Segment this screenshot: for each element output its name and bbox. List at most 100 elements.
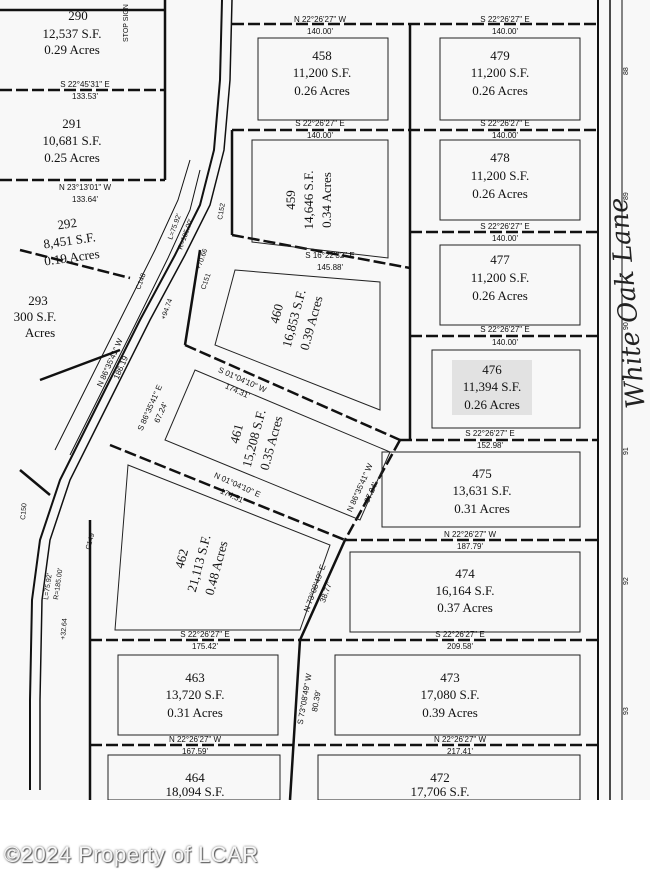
distance-label: 217.41' [447, 747, 473, 756]
lot-area-sf: 11,200 S.F. [471, 270, 529, 285]
lot-475: 475 13,631 S.F. 0.31 Acres [453, 466, 512, 516]
lot-number: 472 [430, 770, 450, 785]
lot-474: 474 16,164 S.F. 0.37 Acres [436, 566, 495, 615]
lot-area-sf: 17,080 S.F. [421, 687, 480, 702]
lot-476: 476 11,394 S.F. 0.26 Acres [452, 360, 532, 415]
lot-area-sf: 18,094 S.F. [166, 784, 225, 799]
bearing-label: S 16°22'32" E [305, 251, 354, 260]
lot-number: 473 [440, 670, 460, 685]
lot-area-acres: 0.26 Acres [472, 288, 528, 303]
lot-458: 458 11,200 S.F. 0.26 Acres [293, 48, 351, 98]
lot-459: 459 14,646 S.F. 0.34 Acres [283, 171, 334, 230]
curve-label: C150 [20, 503, 28, 520]
left-curved-road [29, 0, 233, 790]
lot-area-sf: 11,394 S.F. [463, 379, 521, 394]
bearing-label: S 22°26'27" E [480, 325, 529, 334]
lot-478: 478 11,200 S.F. 0.26 Acres [471, 150, 529, 201]
distance-label: 133.64' [72, 195, 98, 204]
bottom-margin [0, 800, 650, 895]
distance-label: 209.58' [447, 642, 473, 651]
lot-number: 292 [56, 215, 77, 233]
bearing-label: N 22°26'27" W [294, 15, 346, 24]
distance-label: 152.98' [477, 441, 503, 450]
shaded-highlight [452, 360, 532, 415]
lot-464: 464 18,094 S.F. [166, 770, 225, 799]
bearing-label: S 22°26'27" E [180, 630, 229, 639]
bearing-label: S 22°26'27" E [480, 222, 529, 231]
lot-area-acres: 0.25 Acres [44, 150, 100, 165]
distance-label: 175.42' [192, 642, 218, 651]
lot-number: 293 [28, 293, 48, 308]
station-number: 92 [623, 577, 630, 585]
curve-radius-label: R=185.00' [53, 568, 64, 601]
lot-number: 291 [62, 116, 82, 131]
lot-area-sf: 11,200 S.F. [471, 168, 529, 183]
station-number: 90 [623, 322, 630, 330]
distance-label: 187.79' [457, 542, 483, 551]
station-label: +32.64 [60, 618, 69, 640]
lot-number: 461 [227, 422, 247, 445]
lot-area-sf: 13,720 S.F. [166, 687, 225, 702]
lot-area-sf: 8,451 S.F. [42, 229, 96, 251]
station-number: 88 [623, 67, 630, 75]
lot-area-sf: 12,537 S.F. [43, 26, 102, 41]
lot-area-sf: 13,631 S.F. [453, 483, 512, 498]
bearing-label: S 22°26'27" E [480, 15, 529, 24]
bearing-label: N 22°26'27" W [169, 735, 221, 744]
lot-473: 473 17,080 S.F. 0.39 Acres [421, 670, 480, 720]
distance-label: 145.88' [317, 263, 343, 272]
lot-479: 479 11,200 S.F. 0.26 Acres [471, 48, 529, 98]
lot-number: 460 [267, 302, 287, 325]
lot-number: 462 [172, 547, 192, 570]
lot-number: 463 [185, 670, 205, 685]
lot-area-acres: 0.26 Acres [294, 83, 350, 98]
lot-area-acres: 0.37 Acres [437, 600, 493, 615]
curve-label: C152 [217, 203, 227, 221]
distance-label: 140.00' [307, 131, 333, 140]
bearing-label: N 22°26'27" W [444, 530, 496, 539]
lot-area-acres: 0.26 Acres [464, 397, 520, 412]
station-number: 93 [623, 707, 630, 715]
lot-area-acres: 0.29 Acres [44, 42, 100, 57]
distance-label: 140.00' [492, 338, 518, 347]
lot-number: 476 [482, 362, 502, 377]
distance-label: 80.39' [310, 689, 323, 712]
distance-label: 140.00' [307, 27, 333, 36]
lot-number: 474 [455, 566, 475, 581]
distance-label: 133.53' [72, 92, 98, 101]
lot-area-sf: 11,200 S.F. [471, 65, 529, 80]
lot-area-acres: 0.31 Acres [454, 501, 510, 516]
lot-area-acres: 0.39 Acres [422, 705, 478, 720]
bearing-label: S 22°26'27" E [465, 429, 514, 438]
lot-area-sf: 10,681 S.F. [43, 133, 102, 148]
lot-number: 459 [283, 190, 298, 210]
lot-291: 291 10,681 S.F. 0.25 Acres [43, 116, 102, 165]
lot-293: 293 300 S.F. Acres [14, 293, 57, 340]
lot-number: 458 [312, 48, 332, 63]
bearing-label: S 22°26'27" E [295, 119, 344, 128]
lot-number: 477 [490, 252, 510, 267]
station-number: 89 [623, 192, 630, 200]
lot-area-acres: 0.26 Acres [472, 186, 528, 201]
station-number: 91 [623, 447, 630, 455]
lot-area-sf: 300 S.F. [14, 309, 57, 324]
lot-area-acres: 0.26 Acres [472, 83, 528, 98]
bearing-label: S 22°26'27" E [435, 630, 484, 639]
bearing-label: S 22°26'27" E [480, 119, 529, 128]
lot-area-acres: 0.34 Acres [319, 172, 334, 228]
bearing-label: N 22°26'27" W [434, 735, 486, 744]
lot-number: 290 [68, 8, 88, 23]
lot-area-acres: Acres [25, 325, 55, 340]
lot-area-sf: 16,164 S.F. [436, 583, 495, 598]
lot-boundaries [0, 0, 598, 801]
lot-472: 472 17,706 S.F. [411, 770, 470, 799]
curve-label: C149 [85, 532, 96, 550]
distance-label: 167.59' [182, 747, 208, 756]
lot-290: 290 12,537 S.F. 0.29 Acres [43, 8, 102, 57]
lot-number: 475 [472, 466, 492, 481]
lot-area-sf: 14,646 S.F. [301, 171, 316, 230]
lot-number: 478 [490, 150, 510, 165]
lot-463: 463 13,720 S.F. 0.31 Acres [166, 670, 225, 720]
bearing-label: S 22°45'31" E [60, 80, 109, 89]
